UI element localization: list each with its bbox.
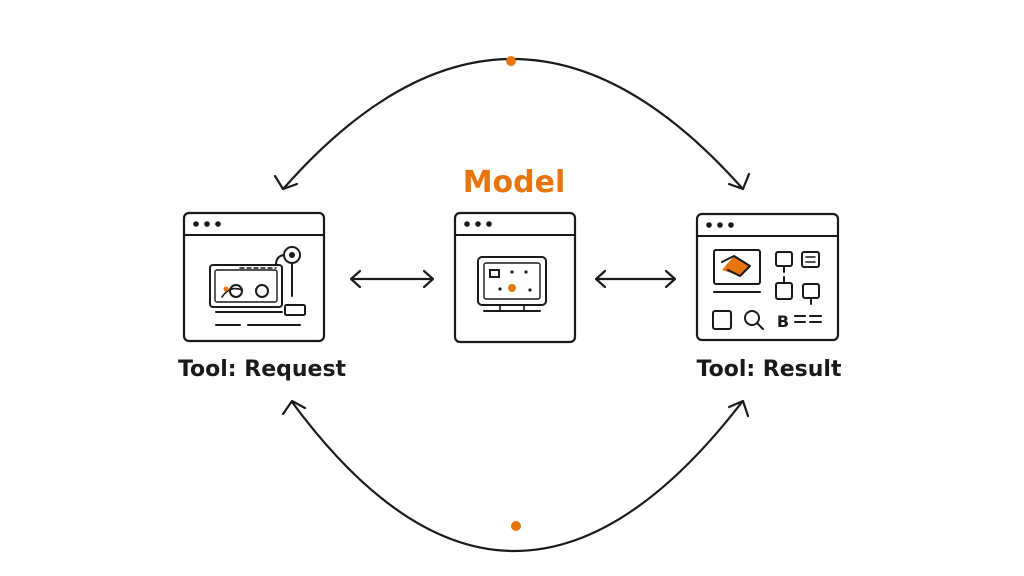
top-arc-left-arrowhead xyxy=(273,174,299,191)
result-glyph: B xyxy=(777,312,789,331)
model-chip-icon xyxy=(477,256,547,312)
right-double-arrow xyxy=(594,269,677,289)
left-double-arrow xyxy=(349,269,435,289)
top-cycle-arc xyxy=(273,56,751,191)
result-tool-window: B xyxy=(695,212,840,342)
top-arc-accent-dot xyxy=(506,56,516,66)
model-title: Model xyxy=(463,165,566,200)
result-tool-label: Tool: Result xyxy=(697,357,842,382)
request-tool-icon xyxy=(209,246,306,326)
bottom-arc-left-arrowhead xyxy=(281,399,307,416)
request-tool-window xyxy=(182,211,326,343)
bottom-arc-right-arrowhead xyxy=(727,399,750,418)
bottom-cycle-arc xyxy=(281,399,750,553)
bottom-arc-accent-dot xyxy=(511,521,521,531)
request-tool-label: Tool: Request xyxy=(178,357,347,382)
result-tool-icon xyxy=(712,249,822,330)
model-window xyxy=(453,211,577,344)
top-arc-right-arrowhead xyxy=(727,172,751,191)
